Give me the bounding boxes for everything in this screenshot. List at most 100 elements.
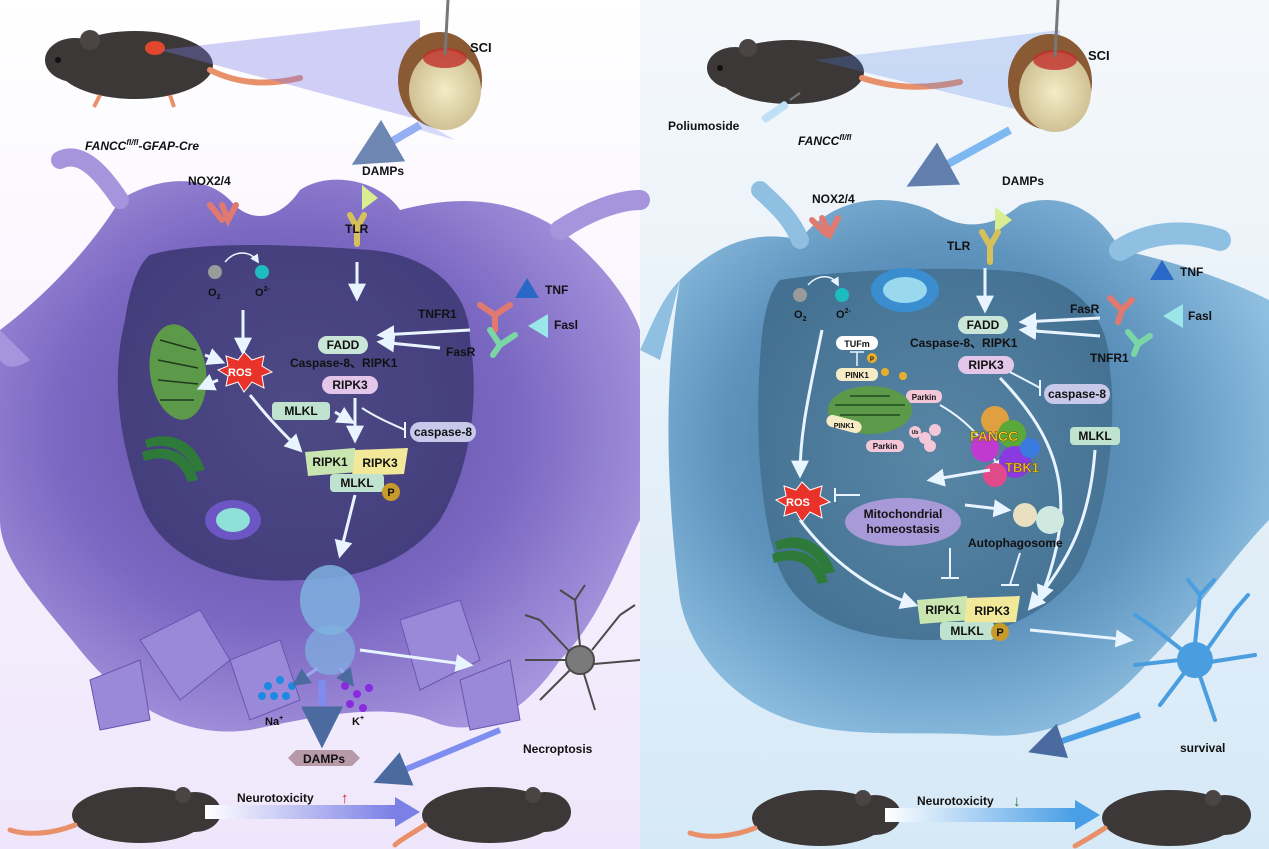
right-tlr-receptor-icon [979,229,1001,265]
right-autophagosome-icon [1013,503,1064,534]
left-superoxide-icon [255,265,269,279]
right-mito-homeostasis-line1: Mitochondrial [864,507,943,521]
right-superoxide-icon [835,288,849,302]
right-tnf-label: TNF [1180,265,1203,279]
right-tufm-node: TUFm [836,336,878,350]
left-damps-triangle-icon [362,185,378,210]
right-top-mouse [707,39,963,104]
left-necroptosis-arrow [373,727,502,786]
left-tnfr1-receptor-icon [477,302,513,333]
right-poliumoside-label: Poliumoside [668,119,740,133]
left-mlkl-node: MLKL [272,402,330,420]
right-healthy-neuron-icon [1133,578,1257,722]
right-mlkl-node: MLKL [1070,427,1120,445]
right-phospho-icon [867,353,877,363]
left-cord-to-cell-arrow [351,119,423,165]
right-o2-label: O2 [794,309,807,323]
left-casp8-ripk1-label: Caspase-8、RIPK1 [290,356,398,370]
right-oxygen-molecule-icon [793,288,807,302]
right-casp8-ripk1-label: Caspase-8、RIPK1 [910,336,1018,350]
right-sci-label: SCI [1088,48,1110,63]
left-complex-ripk1-label: RIPK1 [312,455,348,469]
left-cell-process [550,190,650,240]
left-mlkl-pore [300,565,360,635]
right-mito-homeostasis-node: Mitochondrial homeostasis [845,498,961,546]
left-sodium-ions-icon [258,676,296,700]
left-complex-mlkl-label: MLKL [340,476,373,490]
right-mlkl-label: MLKL [1078,429,1111,443]
right-bottom-mouse-healthy [687,790,901,846]
right-superoxide-label: O2- [836,308,851,321]
right-tufm-label: TUFm [844,339,870,349]
left-oxygen-molecule-icon [208,265,222,279]
left-genotype-label: FANCCfl/fl-GFAP-Cre [85,138,199,153]
right-fasl-triangle-icon [1163,304,1183,328]
left-tnf-triangle-icon [515,278,539,298]
right-ub-label: Ub [912,430,919,436]
right-parkin-node: Parkin [906,390,942,403]
left-tnf-label: TNF [545,283,568,297]
left-caspase8-node: caspase-8 [410,422,476,442]
right-spinal-cord-icon [1008,0,1092,132]
left-tlr-receptor-icon [347,212,367,247]
right-fasr-label: FasR [1070,302,1100,316]
left-fasr-receptor-icon [487,327,518,358]
right-damps-triangle-icon [995,207,1012,233]
left-neurotoxicity-label: Neurotoxicity [237,791,314,805]
left-fasl-triangle-icon [528,314,548,338]
right-fancc-label: FANCC [970,428,1018,444]
right-complex-ripk1-label: RIPK1 [925,603,961,617]
left-mlkl-label: MLKL [284,404,317,418]
right-fadd-label: FADD [967,318,1000,332]
right-fasr-receptor-icon [1107,295,1135,325]
right-phospho-label: P [870,357,874,363]
right-pink1-node: PINK1 [836,368,878,381]
left-superoxide-label: O2- [255,286,270,299]
right-parkin-label-b: Parkin [873,442,898,451]
right-caspase8-node: caspase-8 [1044,384,1110,404]
left-ripk3-label: RIPK3 [332,378,368,392]
right-pink1-label: PINK1 [845,371,869,380]
left-nox-label: NOX2/4 [188,174,231,188]
left-ros-label: ROS [228,367,252,379]
right-er-icon [871,268,939,312]
left-bottom-mouse-healthy [7,787,221,843]
left-k-label: K+ [352,715,364,728]
right-ros-label: ROS [786,497,810,509]
left-na-label: Na+ [265,715,283,728]
right-cell-interior [758,268,1113,640]
right-bottom-mouse-recovered [1072,790,1251,849]
left-fadd-label: FADD [327,338,360,352]
right-complex-p-label: P [996,627,1003,639]
right-tlr-label: TLR [947,239,971,253]
left-damaged-mitochondrion-icon [149,324,207,420]
right-tnfr1-label: TNFR1 [1090,351,1129,365]
left-damps-bottom-label: DAMPs [303,752,345,766]
left-neurotoxicity-arrow [205,805,395,819]
right-cord-to-cell-arrow [906,126,1012,187]
left-dead-neuron-icon [524,584,641,711]
left-damps-bottom-node: DAMPs [288,750,360,766]
left-fadd-node: FADD [318,336,368,354]
right-fancc-tbk1-protein-icon [971,406,1040,487]
left-necrosome-complex: RIPK1 RIPK3 MLKL P [305,448,408,501]
left-fasl-label: Fasl [554,318,578,332]
left-complex-p-label: P [387,487,394,499]
right-fasl-label: Fasl [1188,309,1212,323]
right-cell-process [1109,222,1231,261]
right-nox-receptor-icon [809,215,841,241]
right-necrosome-complex: RIPK1 RIPK3 MLKL P [917,596,1020,641]
left-sci-label: SCI [470,40,492,55]
right-survival-arrow [1028,712,1141,758]
left-caspase8-label: caspase-8 [414,425,472,439]
left-top-mouse [45,30,303,108]
right-ripk3-node: RIPK3 [958,356,1014,374]
left-complex-ripk3-label: RIPK3 [362,456,398,470]
left-cell-fragments [89,599,521,731]
right-autophagosome-label: Autophagosome [968,536,1063,550]
right-focus-beam [815,30,1060,120]
right-neurotoxicity-arrow [885,808,1075,822]
left-ripk3-node: RIPK3 [322,376,378,394]
